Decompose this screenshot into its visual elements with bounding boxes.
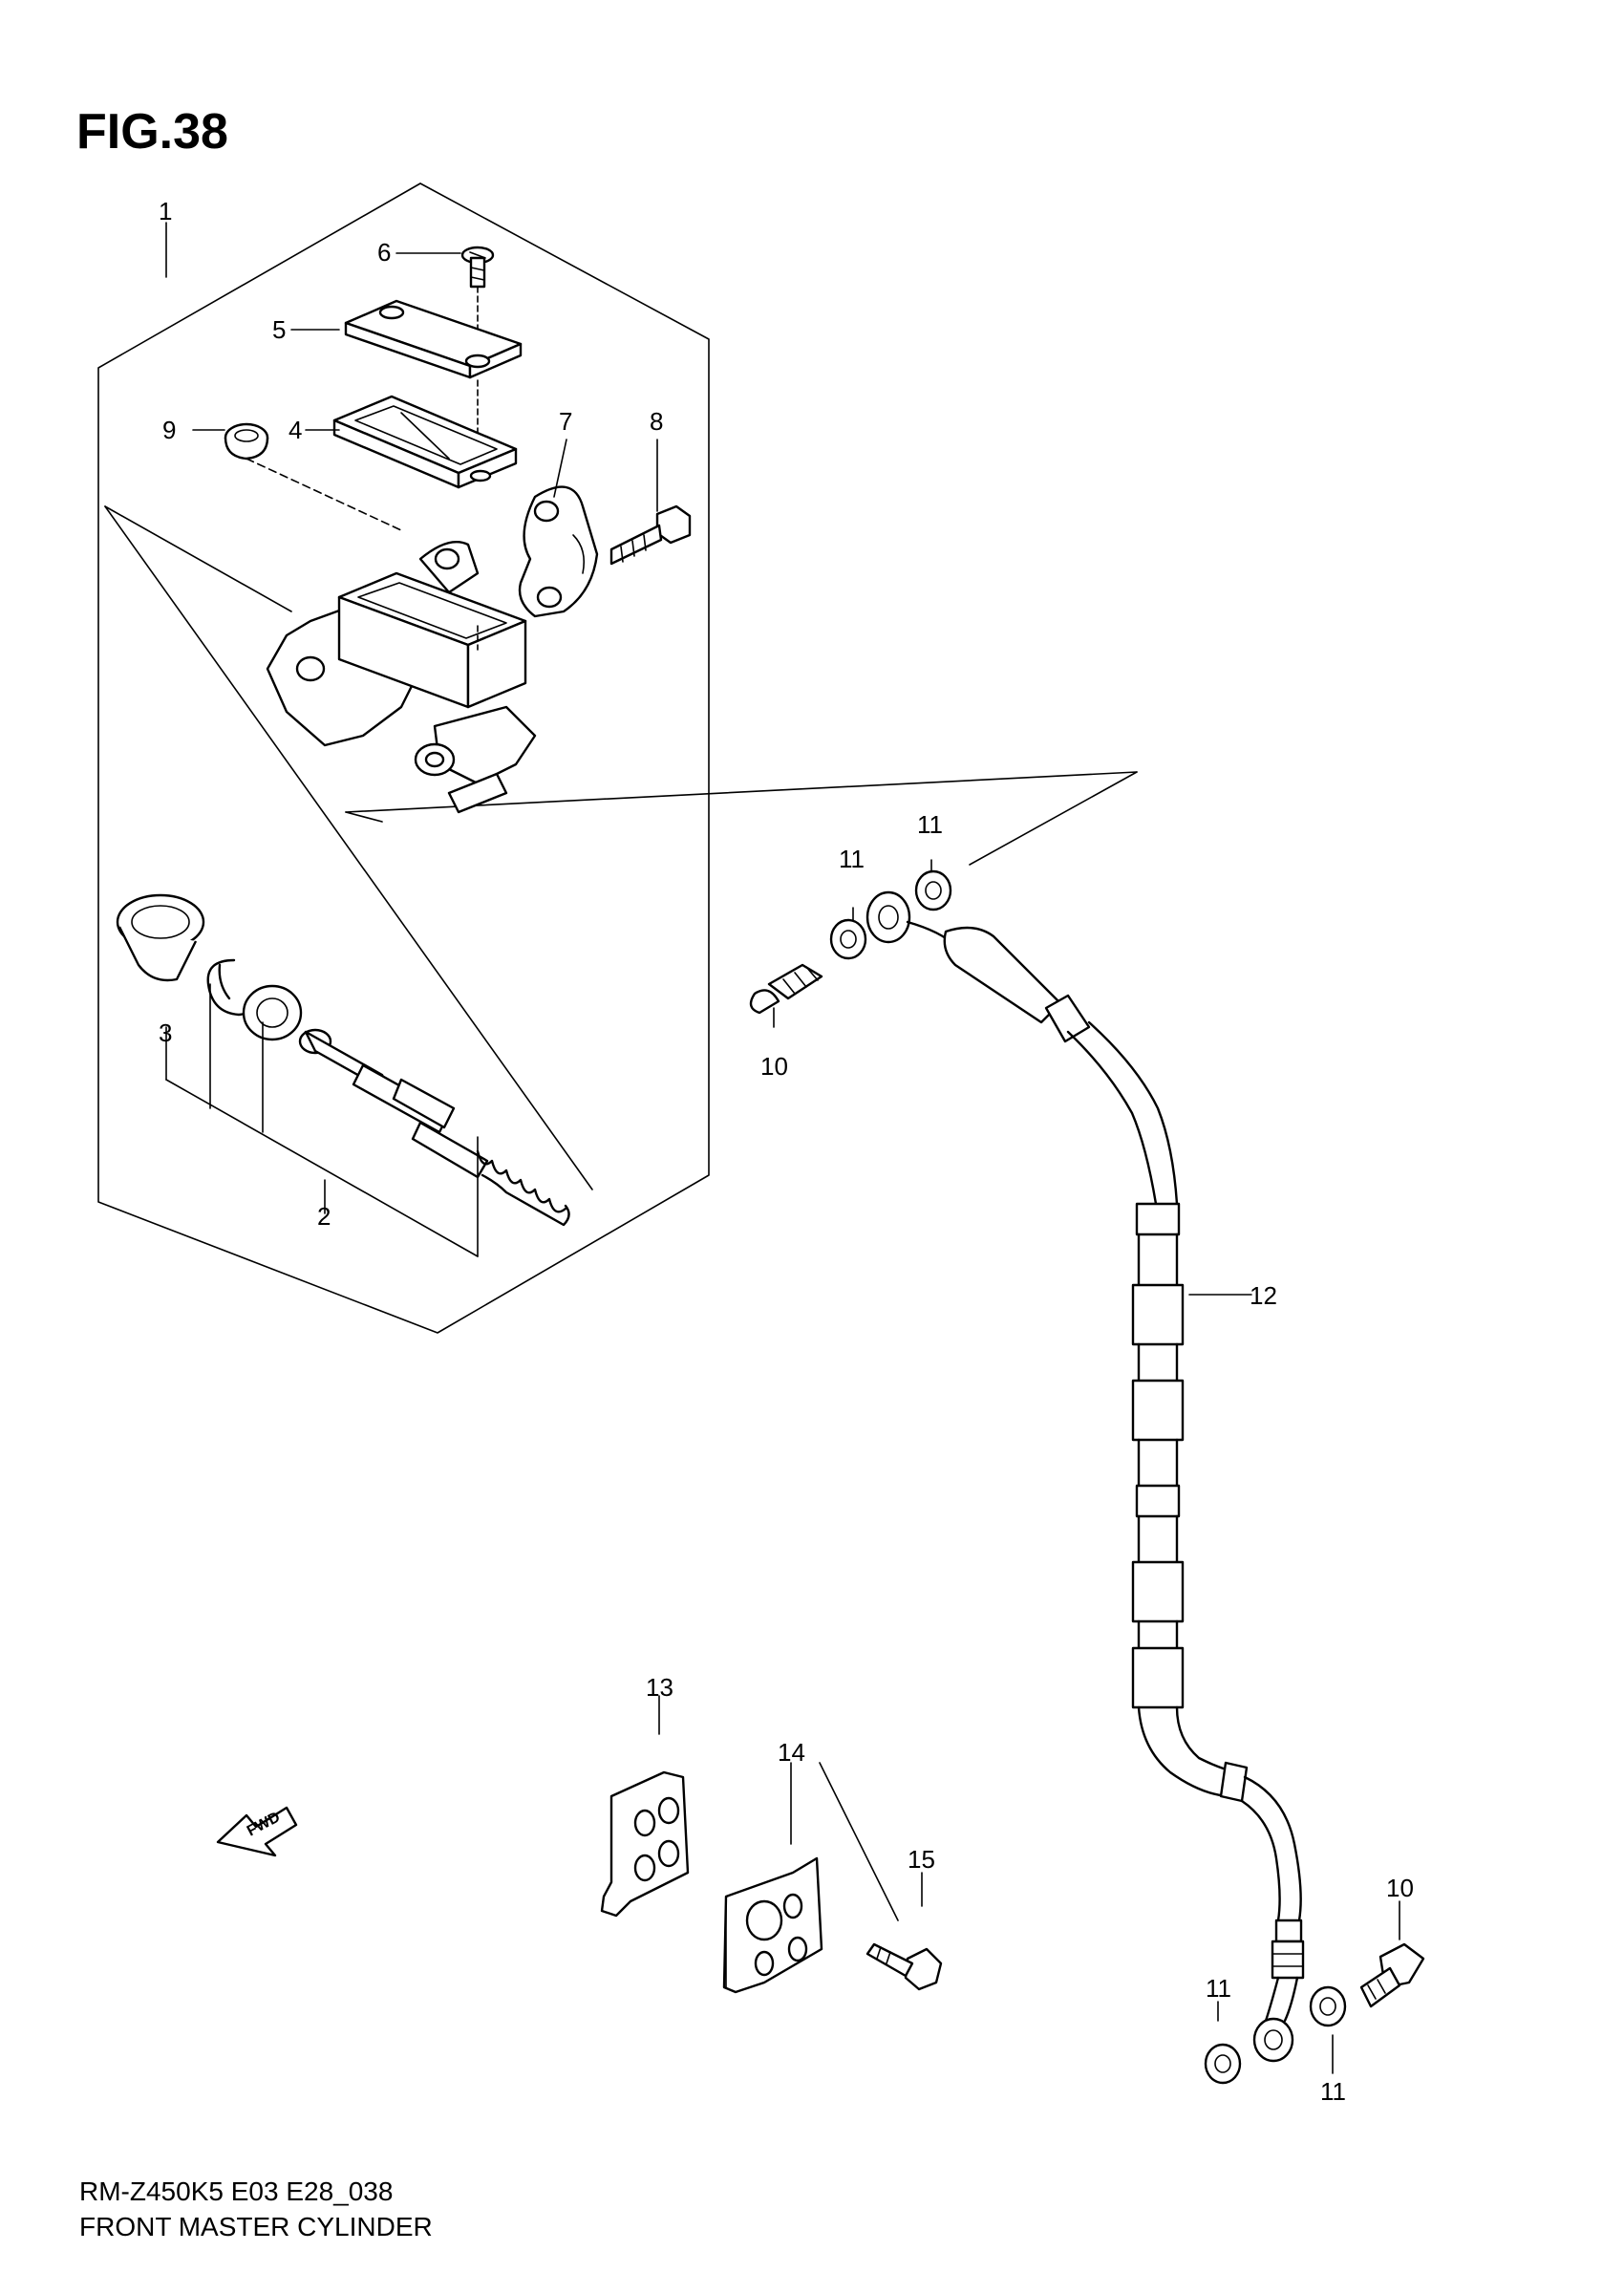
plug-part — [224, 422, 402, 531]
banjo-bolt-lower-part — [1359, 1942, 1425, 2008]
callout-6: 6 — [377, 238, 391, 267]
assembly-outline — [97, 182, 1138, 1334]
forward-arrow-icon: FWD — [216, 1806, 298, 1857]
brake-hose-part — [865, 890, 1305, 2063]
screw-part — [460, 246, 495, 331]
leader-lines — [165, 222, 1400, 2074]
callout-11-lower-left: 11 — [1206, 1974, 1231, 2003]
hose-guide-14-part — [722, 1856, 823, 1994]
reservoir-cap-part — [344, 299, 523, 440]
callout-7: 7 — [559, 407, 572, 436]
callout-10-upper: 10 — [760, 1052, 788, 1081]
hose-guide-13-part — [600, 1770, 690, 1918]
washer-upper-2-part — [914, 869, 952, 911]
dust-boot-part — [116, 893, 205, 982]
clamp-part — [518, 485, 599, 618]
callout-10-lower: 10 — [1386, 1874, 1414, 1902]
callout-15: 15 — [908, 1845, 935, 1874]
master-cylinder-body — [266, 540, 537, 814]
figure-title: FIG.38 — [76, 104, 228, 160]
callout-4: 4 — [288, 416, 302, 444]
model-code: RM-Z450K5 E03 E28_038 — [79, 2176, 393, 2206]
callout-11-upper-right: 11 — [917, 810, 943, 839]
figure-caption: FRONT MASTER CYLINDER — [79, 2212, 433, 2241]
guide-bolt-part — [865, 1942, 943, 1991]
callout-11-upper-left: 11 — [839, 845, 865, 873]
callout-1: 1 — [159, 197, 172, 225]
callout-2: 2 — [317, 1202, 331, 1231]
callout-5: 5 — [272, 315, 286, 344]
piston-assembly-part — [298, 1028, 570, 1227]
callout-13: 13 — [646, 1673, 673, 1702]
banjo-bolt-upper-part — [749, 963, 823, 1015]
callout-12: 12 — [1250, 1281, 1277, 1310]
diaphragm-part — [332, 395, 518, 489]
callout-9: 9 — [162, 416, 176, 444]
callout-11-lower-right: 11 — [1320, 2077, 1346, 2106]
seal-washer-part — [242, 984, 303, 1041]
callout-14: 14 — [778, 1738, 805, 1767]
washer-lower-2-part — [1309, 1985, 1347, 2027]
clamp-bolt-part — [609, 504, 692, 566]
callout-3: 3 — [159, 1018, 172, 1047]
washer-lower-1-part — [1204, 2043, 1242, 2085]
callout-8: 8 — [650, 407, 663, 436]
washer-upper-1-part — [829, 918, 867, 960]
